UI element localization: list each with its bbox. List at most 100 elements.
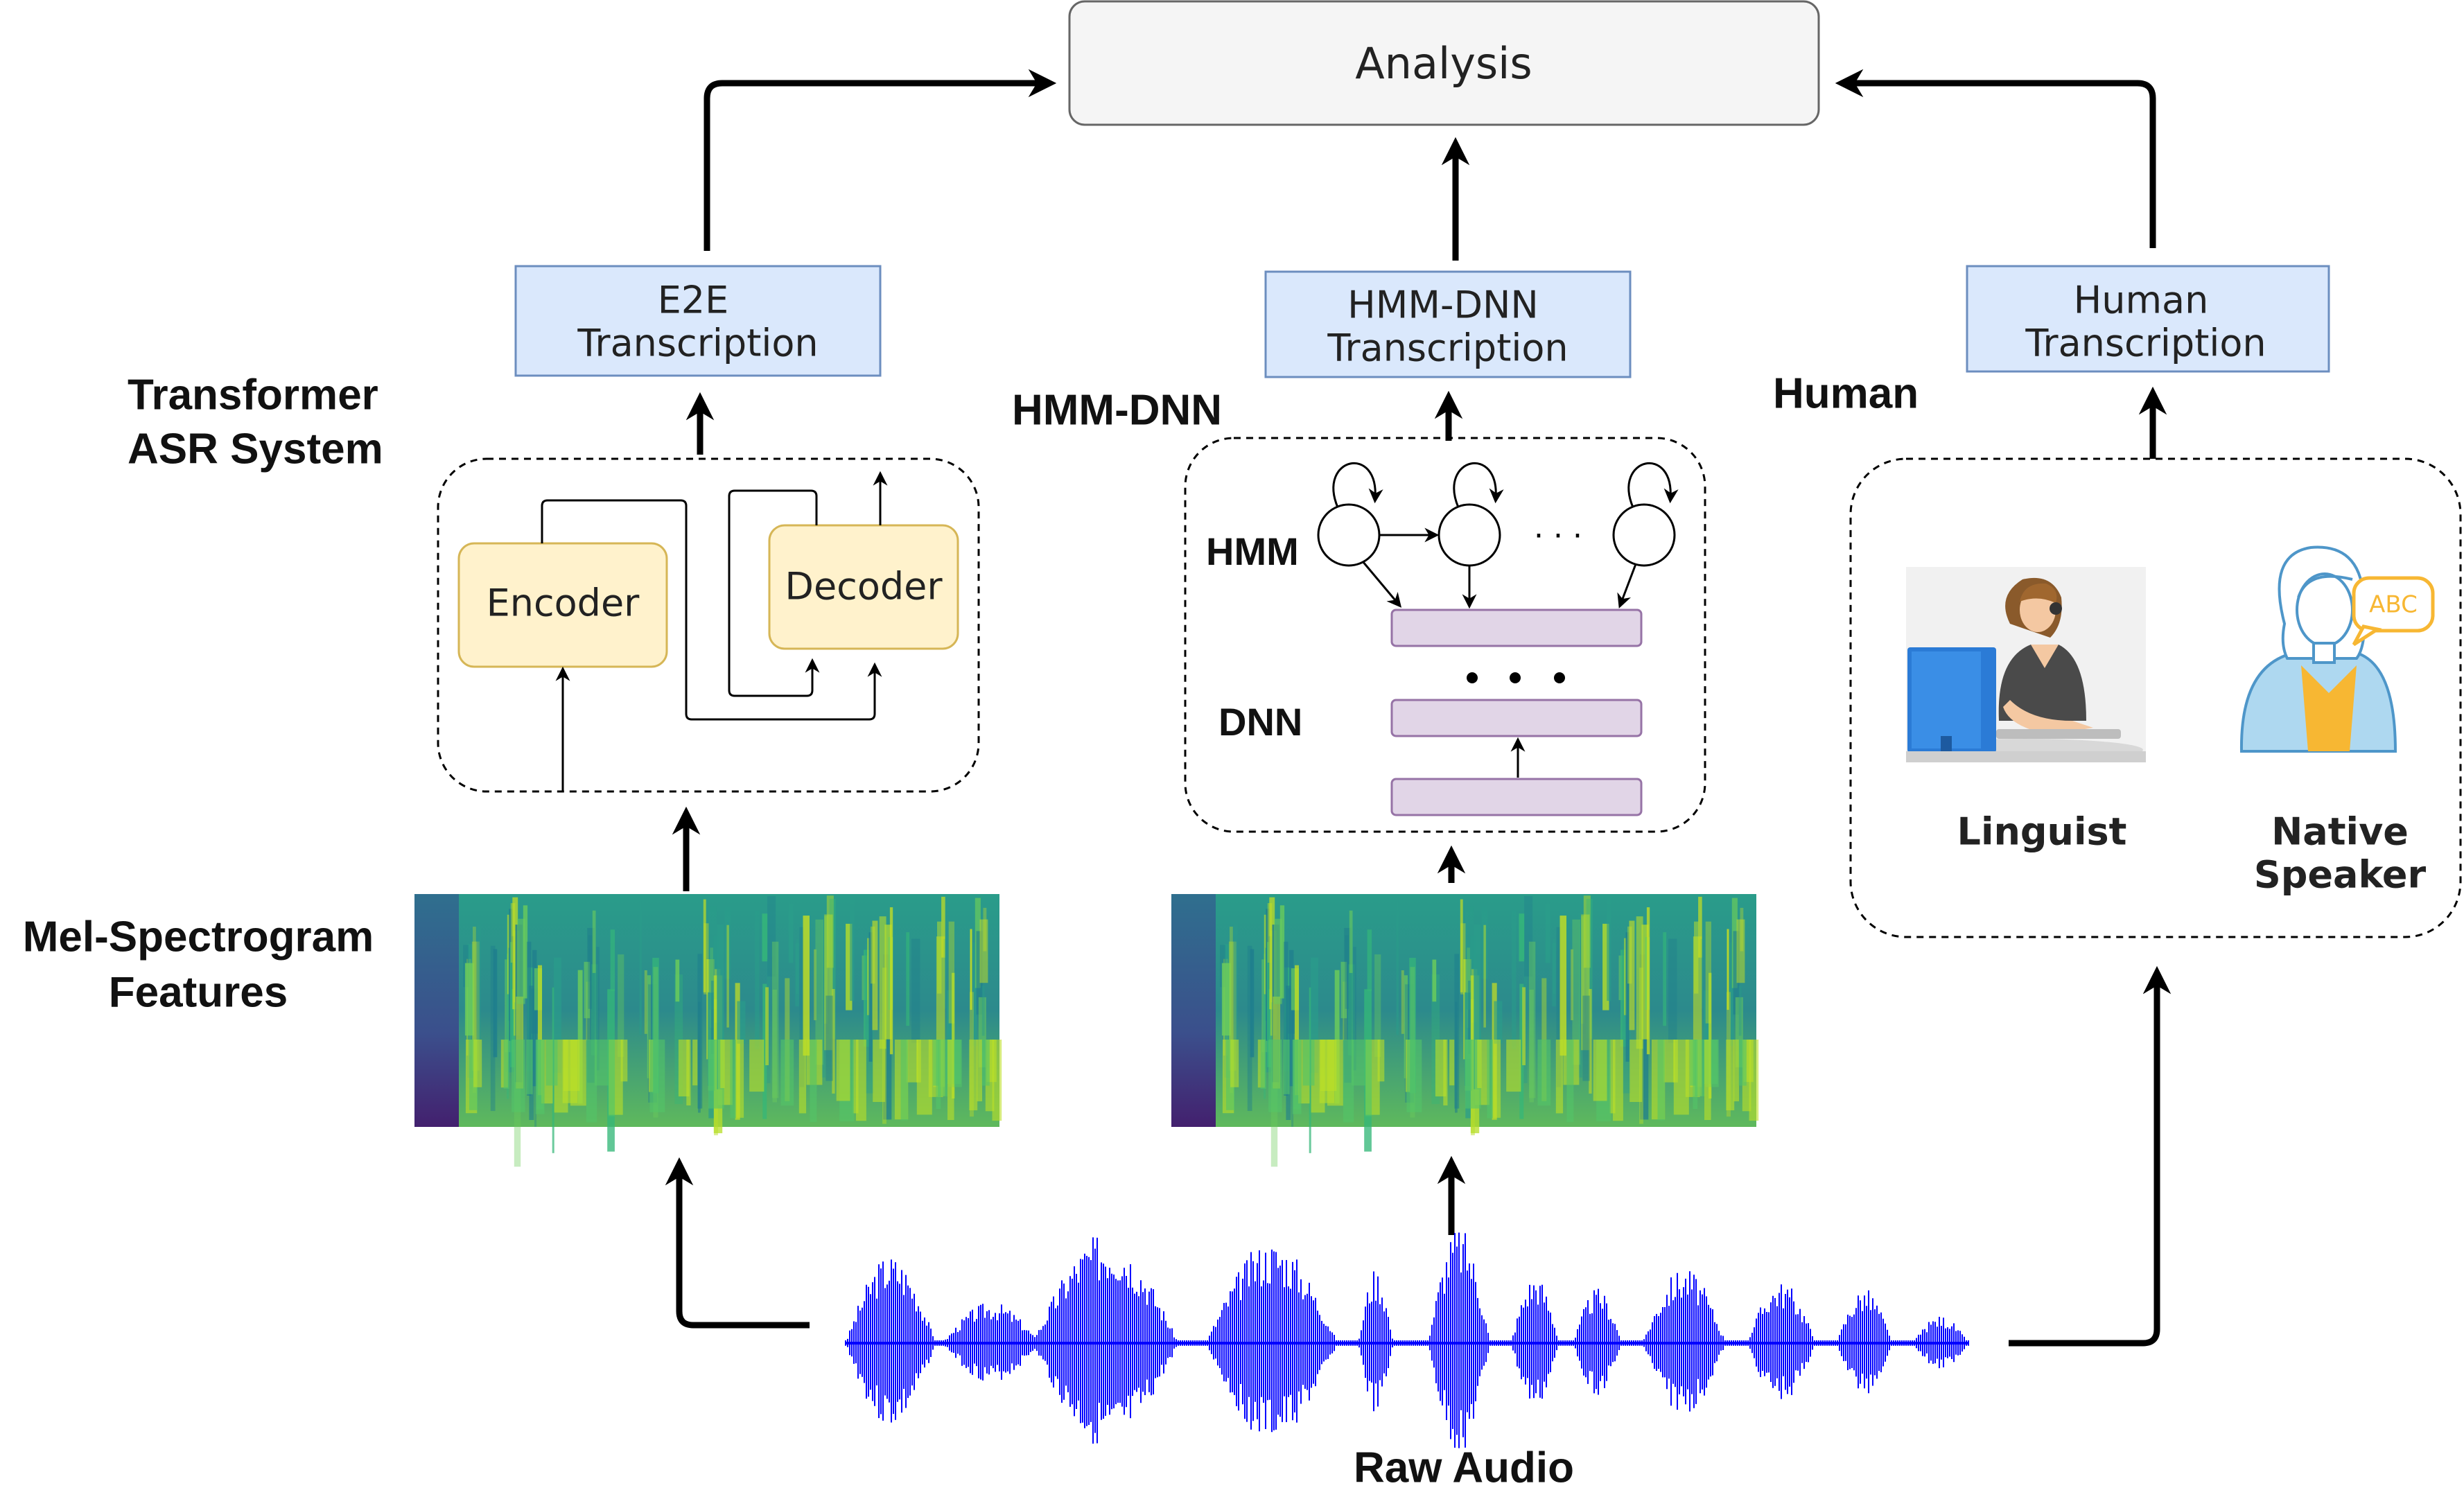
spectrogram-band (587, 927, 595, 1083)
spectrogram-band (703, 899, 706, 992)
spectrogram-band (1460, 899, 1463, 992)
spectrogram-band (1310, 957, 1318, 1073)
spectrogram-band (1283, 1040, 1290, 1094)
e2e-transcription-box: E2E Transcription (514, 265, 882, 377)
spectrogram-band (1431, 974, 1440, 1105)
spectrogram-band (1483, 925, 1486, 1028)
spectrogram-band (649, 1040, 665, 1112)
arrow-e2e-to-analysis (704, 69, 1057, 251)
spectrogram-band (771, 941, 779, 1098)
spectrogram-band (1709, 972, 1712, 1098)
waveform-envelope (845, 1232, 1969, 1448)
decoder-feedback-loop (728, 489, 820, 697)
spectrogram-band (1624, 938, 1627, 1015)
spectrogram-band (538, 965, 542, 1096)
spectrogram-band (618, 954, 624, 1057)
dnn-label: DNN (1218, 700, 1302, 744)
spectrogram-band (884, 925, 892, 1040)
spectrogram-band (946, 990, 954, 1084)
linguist-label: Linguist (1957, 810, 2127, 854)
spectrogram-band (873, 1040, 886, 1102)
spectrogram-band (937, 921, 942, 994)
spectrogram-band (948, 921, 954, 1024)
spectrogram-band (510, 942, 515, 1067)
spectrogram-band (856, 1040, 866, 1121)
spectrogram-band (477, 924, 481, 1086)
spectrogram-band (1302, 1040, 1315, 1086)
spectrogram-band (1668, 938, 1677, 1043)
spectrogram-band (1468, 981, 1472, 1054)
spectrogram-band (1559, 916, 1566, 1056)
arrow-audio-to-left-spec (665, 1157, 810, 1329)
spectrogram-band (1268, 1040, 1282, 1112)
spectrogram-band (1406, 1040, 1422, 1112)
spectrogram-band (490, 945, 496, 1111)
spectrogram-band (1738, 986, 1742, 1036)
encoder-to-decoder-connection (541, 499, 882, 721)
spectrogram-band (1353, 947, 1356, 1071)
spectrogram-band (1636, 916, 1643, 1049)
spectrogram-band (1704, 1040, 1711, 1120)
spectrogram-band (1289, 949, 1294, 1087)
spectrogram-band (916, 1040, 921, 1083)
spectrogram-band (1602, 923, 1609, 1010)
spectrogram-band (647, 975, 651, 1078)
spectrogram-band (1409, 958, 1416, 1094)
spectrogram-band (1625, 932, 1629, 1062)
spectrogram-band (1581, 914, 1590, 1051)
spectrogram-band (868, 932, 873, 1062)
spectrogram-band (1528, 941, 1536, 1098)
human-system: Linguist ABC Native Speaker (1849, 457, 2462, 938)
spectrogram-band (1740, 907, 1744, 952)
spectrogram-band (853, 1040, 859, 1114)
spectrogram-band (1352, 1040, 1365, 1086)
dnn-layer-bottom (1390, 778, 1643, 816)
spectrogram-band (1694, 921, 1699, 994)
spectrogram-band (1234, 924, 1238, 1086)
spectrogram-band (1519, 983, 1524, 1119)
spectrogram-band (503, 1040, 509, 1089)
spectrogram-band (644, 970, 647, 1034)
spectrogram-band (765, 987, 769, 1065)
e2e-label-line1: E2E (658, 279, 729, 322)
spectrogram-band (911, 938, 920, 1043)
spectrogram-band (608, 1040, 615, 1117)
human-label-line1: Human (2074, 279, 2209, 322)
hmm-self-loop-1 (1332, 462, 1383, 508)
spectrogram-band (704, 923, 709, 995)
spectrogram-band (1221, 963, 1231, 1036)
spectrogram-band (1230, 1040, 1239, 1087)
spectrogram-band (762, 983, 767, 1119)
spectrogram-band (586, 1040, 597, 1123)
spectrogram-band (906, 1040, 918, 1083)
spectrogram-band (1435, 1040, 1447, 1096)
spectrogram-band (717, 924, 724, 1089)
spectrogram-band (1537, 1040, 1551, 1106)
spectrogram-band (1432, 959, 1437, 1002)
spectrogram-band (473, 1040, 482, 1087)
spectrogram-band (1555, 1040, 1564, 1114)
spectrogram-band (1733, 1040, 1739, 1102)
spectrogram-band (1449, 1040, 1455, 1086)
spectrogram-band (1703, 990, 1711, 1084)
spectrogram-band (493, 949, 498, 1058)
spectrogram-band (1613, 1040, 1623, 1121)
spectrogram-band (798, 1040, 807, 1114)
arrow-human-to-analysis (1835, 69, 2156, 248)
features-label-line2: Features (109, 968, 288, 1016)
spectrogram-band (595, 1040, 609, 1086)
spectrogram-band (846, 923, 853, 1010)
spectrogram-band (788, 903, 794, 963)
spectrogram-band (1582, 995, 1590, 1081)
hmm-state-3 (1612, 503, 1676, 567)
spectrogram-band (1274, 918, 1282, 1004)
transformer-title-line1: Transformer (128, 371, 378, 419)
dnn-dot-1 (1467, 672, 1478, 683)
spectrogram-band (1736, 919, 1745, 983)
spectrogram-band (1349, 910, 1353, 973)
spectrogram-band (736, 1040, 744, 1118)
spectrogram-band (639, 900, 642, 1035)
spectrogram-band (1609, 1040, 1616, 1114)
spectrogram-band (1522, 987, 1526, 1065)
spectrogram-band (517, 918, 525, 1004)
